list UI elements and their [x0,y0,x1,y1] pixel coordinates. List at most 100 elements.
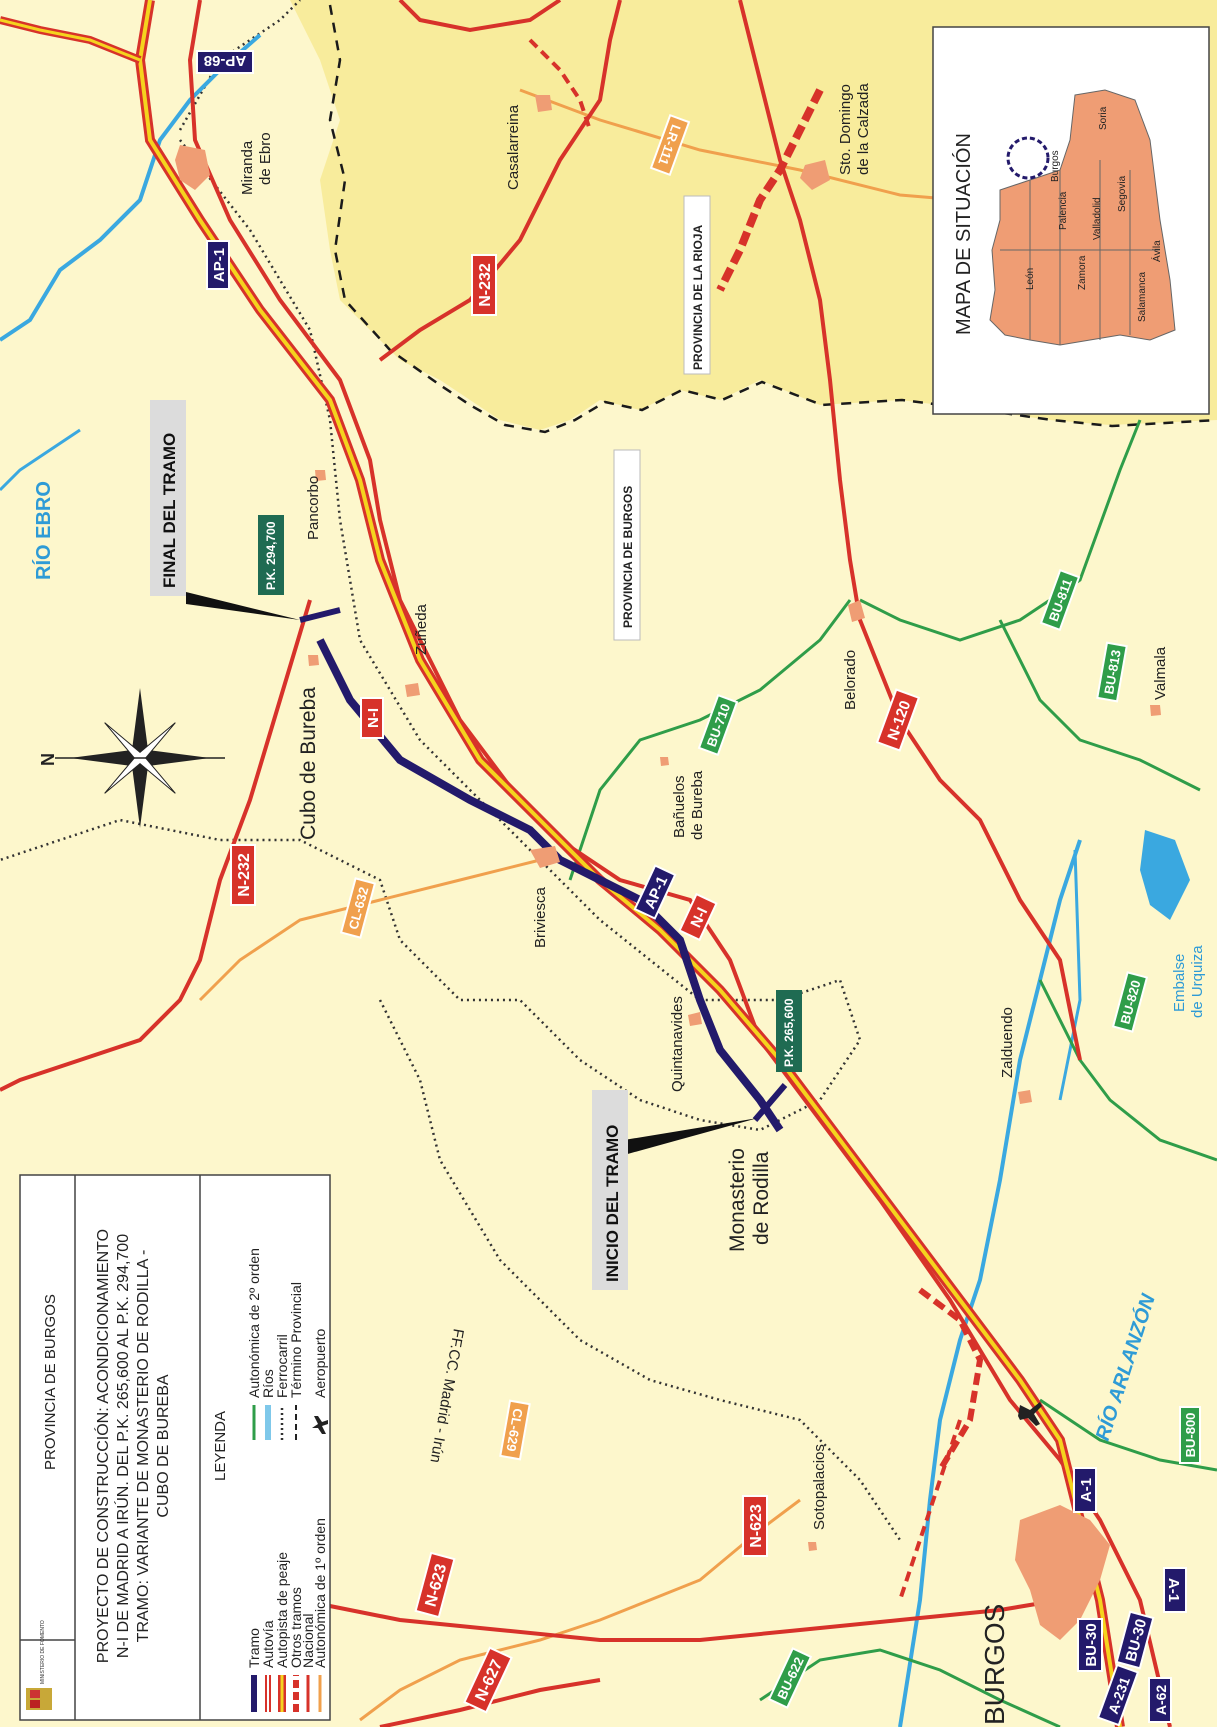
label-monasterio-2: de Rodilla [750,1151,773,1245]
shield-n232-left-label: N-232 [236,853,253,897]
tramo-end-bar [299,607,341,623]
province-title: PROVINCIA DE BURGOS [42,1294,59,1470]
inset-zamora: Zamora [1077,255,1088,290]
inset-leon: León [1025,268,1036,290]
label-rio-ebro: RÍO EBRO [32,481,55,580]
label-miranda-2: de Ebro [257,132,274,185]
town-miranda [175,145,210,190]
town-belorado [848,600,865,622]
shield-n120: N-120 [875,688,921,752]
road-n232-left [0,599,312,1092]
road-otros-2 [918,1287,984,1472]
shield-bu30-a-label: BU-30 [1083,1623,1100,1666]
project-line-3: TRAMO: VARIANTE DE MONASTERIO DE RODILLA… [135,1250,152,1643]
provincial-border [328,4,1217,434]
label-zuneda: Zuñeda [413,603,430,655]
road-n627 [379,1678,601,1729]
compass-n: N [38,753,58,766]
ministry-emblem: MINISTERIO DE FOMENTO [26,1620,52,1710]
region-burgos-label: PROVINCIA DE BURGOS [621,486,635,628]
town-valmala [1150,705,1161,716]
road-cl632 [198,858,541,1002]
shield-n1-b-label: N-I [687,905,711,930]
label-sto-domingo-2: de la Calzada [855,83,872,175]
tramo-start-bar [752,1083,788,1122]
legend-item-peaje: Autopista de peaje [274,1552,290,1668]
shield-n232-left: N-232 [230,844,256,906]
label-banuelos-2: de Bureba [689,770,706,840]
label-casalarreina: Casalarreina [505,104,522,190]
shield-n623-a: N-623 [742,1495,768,1557]
legend-item-nacional: Nacional [300,1614,316,1668]
shield-n232-top: N-232 [471,254,497,316]
shield-bu811: BU-811 [1039,568,1081,632]
inset-burgos: Burgos [1050,150,1061,182]
legend-item-autovia: Autovía [260,1620,276,1668]
final-pk-text: P.K. 294,700 [264,521,278,590]
label-sotopalacios: Sotopalacios [811,1444,828,1530]
legend-item-termino: Término Provincial [288,1282,304,1398]
river-arlanzon [898,839,1082,1728]
road-ap68-fill [0,18,141,62]
shield-cl629: CL-629 [499,1399,531,1461]
town-sto-domingo [800,160,830,190]
shield-bu800: BU-800 [1179,1406,1201,1464]
shield-bu30-a: BU-30 [1077,1618,1103,1672]
shield-a62: A-62 [1148,1677,1172,1723]
project-line-4: CUBO DE BUREBA [155,1374,172,1517]
shield-n623-b: N-623 [414,1551,456,1619]
inset-burgos-highlight [1006,136,1050,180]
inicio-pk-text: P.K. 265,600 [782,998,796,1067]
inset-avila: Ávila [1150,240,1163,262]
label-belorado: Belorado [842,650,859,710]
road-bu813 [998,619,1201,792]
inset-title: MAPA DE SITUACIÓN [952,133,975,335]
shield-a1-b: A-1 [1163,1567,1187,1613]
legend-item-aeropuerto: Aeropuerto [312,1329,328,1398]
shield-n1-a: N-I [360,697,384,739]
shield-ap68: AP-68 [196,50,254,74]
label-pancorbo: Pancorbo [305,476,322,540]
town-zalduendo [1018,1090,1032,1104]
road-n120 [738,0,1082,1061]
label-miranda-1: Miranda [239,140,256,195]
inset-salamanca: Salamanca [1137,272,1148,322]
shield-a62-label: A-62 [1153,1685,1169,1716]
town-quintanavides [688,1012,702,1026]
label-cubo: Cubo de Bureba [297,687,320,840]
inset-map: MAPA DE SITUACIÓN León Palencia Burgos S… [932,26,1210,415]
road-otros-1 [716,88,824,292]
inicio-label-box: INICIO DEL TRAMO [592,1090,628,1290]
shield-a1-b-label: A-1 [1165,1578,1182,1602]
shield-ap68-label: AP-68 [204,52,247,69]
inset-segovia: Segovia [1117,175,1128,212]
label-valmala: Valmala [1152,646,1169,700]
road-lr111 [519,88,961,202]
region-rioja-label: PROVINCIA DE LA RIOJA [691,225,705,370]
river-ebro [0,33,262,342]
town-banuelos [660,757,669,766]
road-n232-top [378,0,622,362]
shield-n1-b: N-I [678,892,718,942]
final-pointer [186,592,300,620]
town-cubo [308,655,319,666]
region-burgos-box: PROVINCIA DE BURGOS [613,449,641,641]
town-pancorbo [315,470,326,481]
railway-line [0,139,862,1132]
road-bu820 [1038,979,1217,1162]
legend-panel: MINISTERIO DE FOMENTO PROVINCIA DE BURGO… [19,1174,331,1721]
shield-cl629-label: CL-629 [503,1407,525,1452]
label-burgos: BURGOS [979,1604,1010,1725]
label-briviesca: Briviesca [532,886,549,948]
inicio-pointer [624,1118,758,1155]
legend-item-autonomica-2: Autonómica de 2º orden [246,1248,262,1398]
label-embalse-2: de Urquiza [1189,945,1206,1018]
inset-valladolid: Valladolid [1092,197,1103,240]
town-briviesca [530,846,560,868]
legend-item-autonomica-1: Autonómica de 1º orden [312,1518,328,1668]
project-line-1: PROYECTO DE CONSTRUCCIÓN: ACONDICIONAMIE… [93,1229,112,1663]
ministry-name: MINISTERIO DE FOMENTO [40,1620,46,1684]
shield-a1-a: A-1 [1073,1467,1097,1513]
legend-item-tramo: Tramo [246,1628,262,1668]
label-sto-domingo-1: Sto. Domingo [837,84,854,175]
